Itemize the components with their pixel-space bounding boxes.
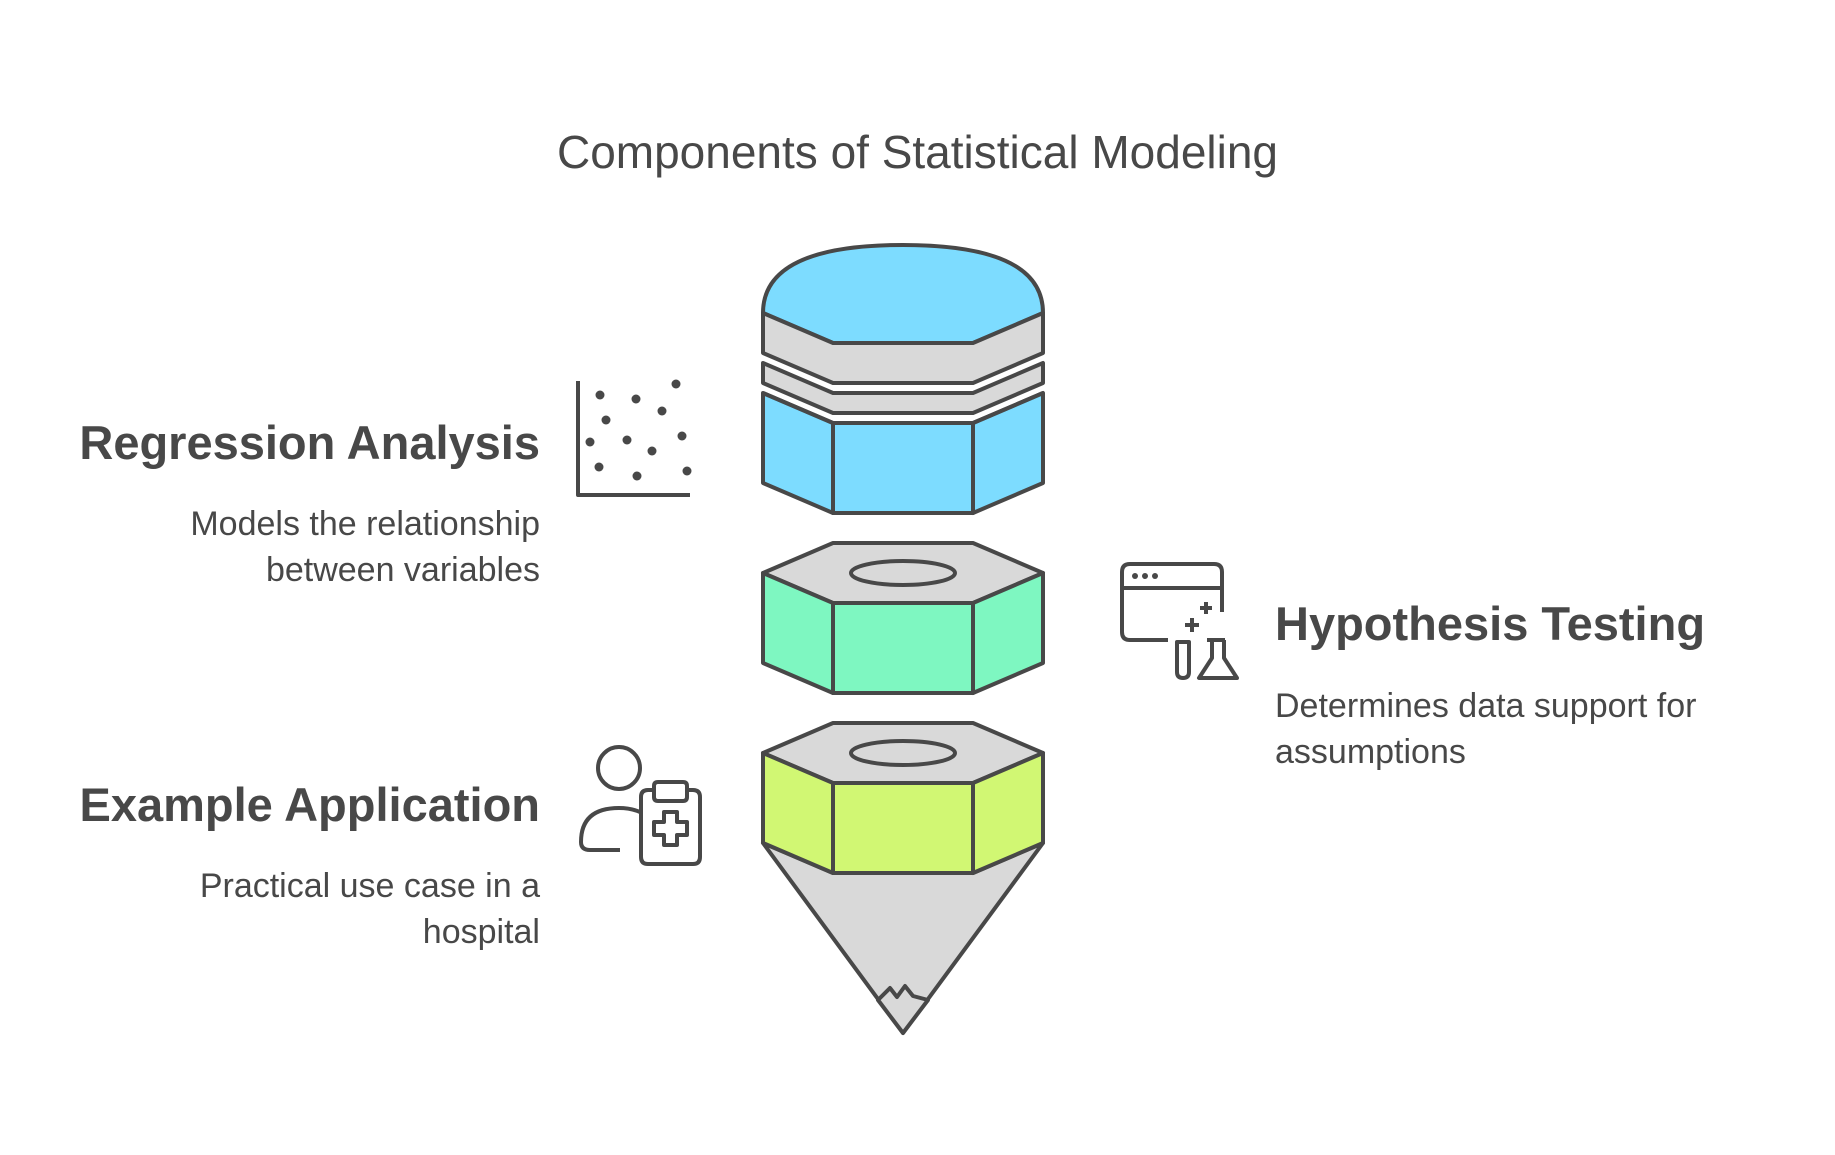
scatter-plot-icon <box>576 379 692 497</box>
browser-lab-flask-icon <box>1120 562 1239 680</box>
example-application-description: Practical use case in a hospital <box>199 867 540 951</box>
middle-front-face <box>831 601 975 695</box>
regression-analysis-heading: Regression Analysis <box>79 416 540 469</box>
middle-segment <box>761 541 1045 695</box>
bottom-segment <box>761 721 1045 1035</box>
diagram-title: Components of Statistical Modeling <box>556 126 1279 178</box>
top-segment <box>761 243 1045 515</box>
example-application-heading: Example Application <box>79 778 540 831</box>
bottom-right-face <box>971 751 1045 875</box>
top-band-2 <box>761 361 1045 415</box>
top-prism-right <box>971 391 1045 515</box>
top-prism-front <box>831 421 975 515</box>
top-band-1 <box>761 311 1045 385</box>
regression-analysis-description: Models the relationship between variable… <box>190 505 540 589</box>
bottom-hole <box>849 739 957 767</box>
patient-clipboard-icon <box>579 745 702 866</box>
middle-hole <box>849 559 957 587</box>
hypothesis-testing-description: Determines data support for assumptions <box>1275 687 1697 771</box>
middle-right-face <box>971 571 1045 695</box>
bottom-front-face <box>831 781 975 875</box>
pencil-lead <box>876 984 930 1035</box>
hypothesis-testing-heading: Hypothesis Testing <box>1275 597 1706 650</box>
top-prism-left <box>761 391 835 515</box>
top-cap <box>761 243 1045 345</box>
